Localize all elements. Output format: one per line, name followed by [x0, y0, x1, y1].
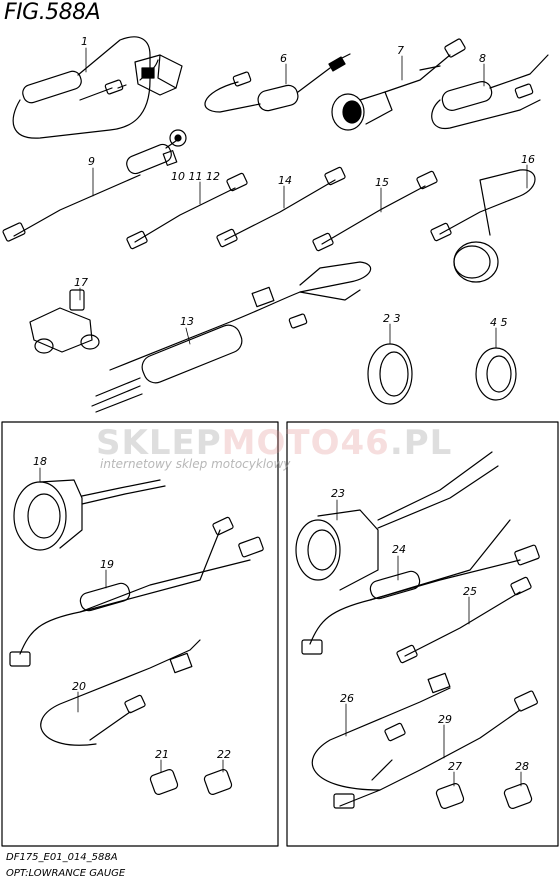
callout-21: 21: [155, 748, 169, 761]
callout-17: 17: [74, 276, 88, 289]
part-8-cable[interactable]: [431, 54, 549, 130]
part-2-3-ring[interactable]: [367, 343, 413, 405]
callout-1: 1: [81, 35, 88, 48]
figure-title: FIG.588A: [4, 0, 101, 25]
callout-9: 9: [88, 155, 95, 168]
part-29-harness[interactable]: [333, 690, 538, 809]
part-28-cap[interactable]: [503, 782, 533, 809]
callout-22: 22: [217, 748, 231, 761]
callout-26: 26: [340, 692, 354, 705]
callout-7: 7: [397, 44, 404, 57]
part-9-cable-with-sensor[interactable]: [2, 129, 187, 242]
part-7-cable-with-gauge-connector[interactable]: [331, 38, 466, 131]
callout-18: 18: [33, 455, 47, 468]
part-19-harness[interactable]: [9, 516, 264, 667]
part-26-cable[interactable]: [311, 672, 451, 791]
part-13-harness[interactable]: [91, 261, 372, 413]
callout-27: 27: [448, 760, 462, 773]
callout-4-5: 4 5: [490, 316, 508, 329]
callout-15: 15: [375, 176, 389, 189]
part-22-cap[interactable]: [203, 768, 233, 795]
part-21-cap[interactable]: [149, 768, 179, 795]
callout-14: 14: [278, 174, 292, 187]
part-10-12-cable[interactable]: [126, 172, 248, 250]
part-20-cable[interactable]: [40, 639, 201, 746]
part-27-cap[interactable]: [435, 782, 465, 809]
callout-19: 19: [100, 558, 114, 571]
callout-8: 8: [479, 52, 486, 65]
left-kit-box: [1, 421, 279, 847]
part-23-gauge[interactable]: [295, 451, 499, 591]
part-4-5-ring[interactable]: [475, 347, 517, 401]
callout-2-3: 2 3: [383, 312, 401, 325]
part-24-harness[interactable]: [301, 519, 540, 655]
part-14-cable[interactable]: [216, 166, 346, 248]
figure-description: OPT:LOWRANCE GAUGE: [6, 868, 126, 879]
part-25-cable[interactable]: [396, 576, 532, 664]
right-kit-box: [286, 421, 559, 847]
part-17-t-connector[interactable]: [29, 289, 100, 354]
callout-25: 25: [463, 585, 477, 598]
callout-20: 20: [72, 680, 86, 693]
callout-28: 28: [515, 760, 529, 773]
part-18-gauge[interactable]: [13, 479, 166, 551]
part-16-cable-with-ring[interactable]: [430, 169, 536, 283]
callout-6: 6: [280, 52, 287, 65]
callout-13: 13: [180, 315, 194, 328]
callout-23: 23: [331, 487, 345, 500]
part-15-cable[interactable]: [312, 170, 438, 252]
callout-10-12: 10 11 12: [171, 170, 220, 183]
callout-24: 24: [392, 543, 406, 556]
part-6-cable[interactable]: [204, 53, 351, 113]
part-1-cable-with-bracket[interactable]: [12, 36, 183, 139]
callout-16: 16: [521, 153, 535, 166]
figure-code: DF175_E01_014_588A: [6, 852, 118, 863]
callout-29: 29: [438, 713, 452, 726]
